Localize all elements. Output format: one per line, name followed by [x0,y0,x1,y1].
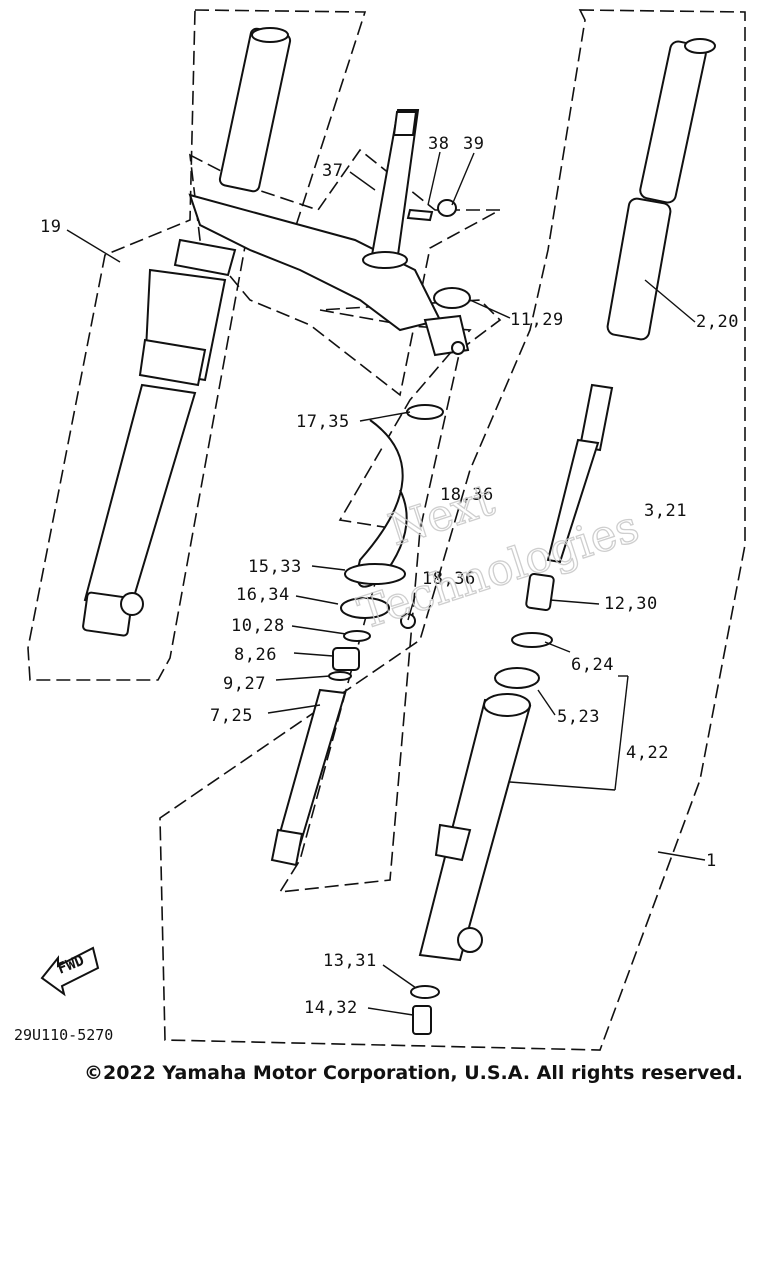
callout-17-35: 17,35 [296,412,350,432]
fwd-arrow-icon: FWD [40,946,100,997]
callout-9-27: 9,27 [223,674,266,694]
callout-18-36-upper: 18,36 [440,485,494,505]
steering-stem [362,109,457,269]
callout-5-23: 5,23 [557,707,600,727]
center-parts [270,404,444,867]
callout-14-32: 14,32 [304,998,358,1018]
left-fork-assembly [82,27,442,637]
callout-7-25: 7,25 [210,706,253,726]
callout-37: 37 [322,161,343,181]
callout-8-26: 8,26 [234,645,277,665]
right-fork-group-outline [159,9,746,1051]
callout-2-20: 2,20 [696,312,739,332]
fork-cap-holder [423,287,471,357]
callout-38: 38 [428,134,449,154]
right-outer-tube [410,573,555,1035]
diagram-code: 29U110-5270 [14,1026,113,1044]
callout-15-33: 15,33 [248,557,302,577]
leader-lines [66,151,706,1016]
callout-6-24: 6,24 [571,655,614,675]
callout-10-28: 10,28 [231,616,285,636]
callout-1: 1 [706,851,717,871]
steering-stem-group-outline [189,148,501,397]
callout-11-29: 11,29 [510,310,564,330]
copyright-notice: ©2022 Yamaha Motor Corporation, U.S.A. A… [84,1062,743,1084]
callout-4-22: 4,22 [626,743,669,763]
callout-13-31: 13,31 [323,951,377,971]
callout-12-30: 12,30 [604,594,658,614]
damper-rod [546,383,614,564]
right-inner-tube [606,38,716,341]
callout-39: 39 [463,134,484,154]
left-fork-group-outline [27,9,367,681]
callout-19: 19 [40,217,61,237]
callout-3-21: 3,21 [644,501,687,521]
callout-16-34: 16,34 [236,585,290,605]
callout-18-36-lower: 18,36 [422,569,476,589]
